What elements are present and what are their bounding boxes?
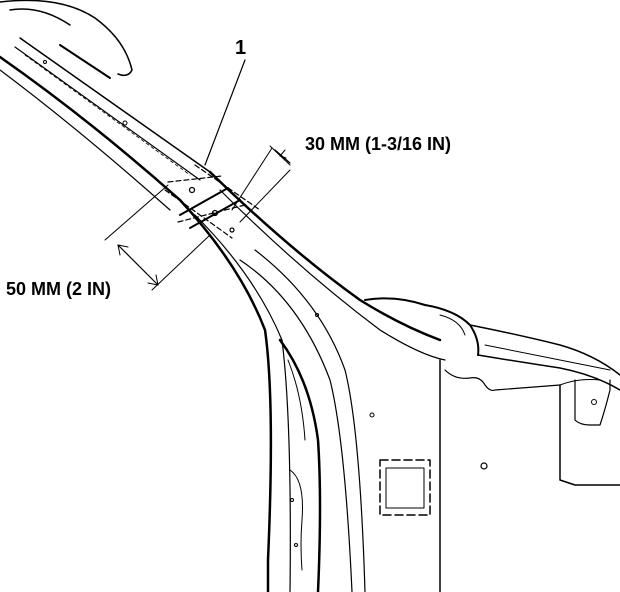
dimension-label-50mm: 50 MM (2 IN): [6, 279, 112, 299]
upper-pillar: [0, 37, 211, 211]
roof-curve: [0, 0, 133, 77]
body-panel: [364, 297, 620, 592]
callout-leader: [204, 59, 246, 166]
callout-number: 1: [235, 37, 247, 59]
dimension-label-30mm: 30 MM (1-3/16 IN): [305, 134, 452, 154]
lower-pillar: [178, 170, 446, 592]
dimension-50mm: [104, 184, 211, 291]
dimension-30mm: [231, 145, 291, 223]
